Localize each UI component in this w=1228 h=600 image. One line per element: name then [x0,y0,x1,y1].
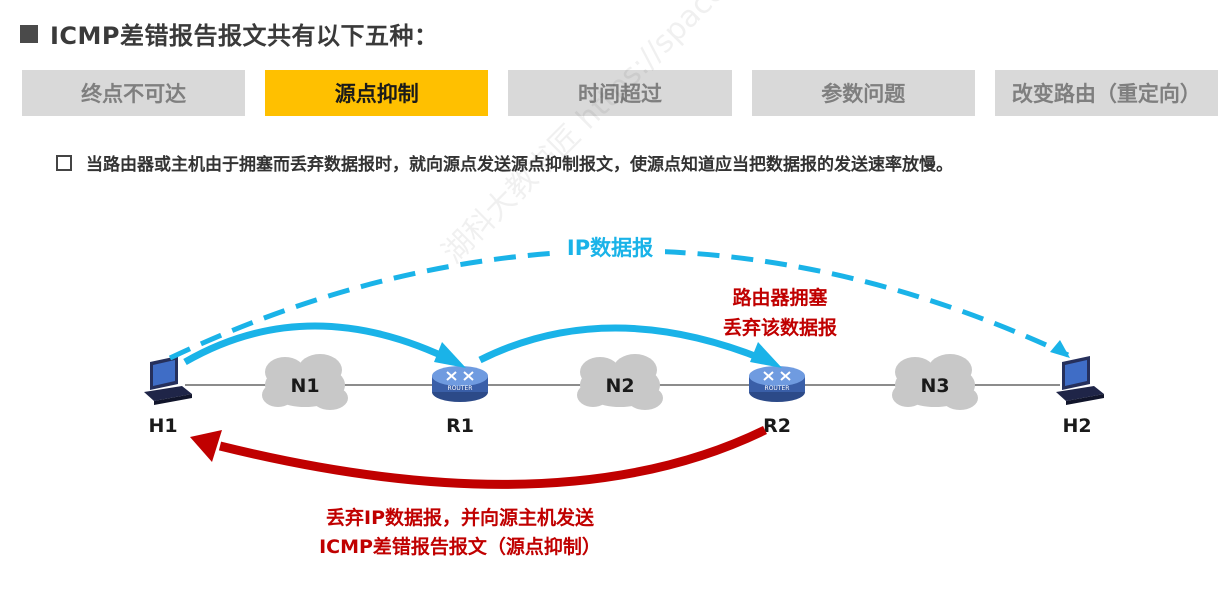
cloud-n2-icon [577,354,663,410]
tab-destination-unreachable[interactable]: 终点不可达 [22,70,246,116]
cloud-n3-label: N3 [920,375,949,397]
cloud-n2-label: N2 [605,375,634,397]
blue-arrow-h1-r1 [183,322,457,366]
cloud-n3-icon [892,354,978,410]
cloud-n1-label: N1 [290,375,319,397]
router-r1-icon [432,366,488,402]
title-row: ICMP差错报告报文共有以下五种： [20,16,439,51]
ip-label-background [555,232,665,262]
tab-bar: 终点不可达 源点抑制 时间超过 参数问题 改变路由（重定向） [22,70,1219,116]
checkbox-icon [56,154,72,171]
router-r2-badge: ROUTER [765,385,790,392]
arrowhead-r1-icon [434,342,466,368]
tab-time-exceeded[interactable]: 时间超过 [508,70,732,116]
ip-datagram-dashed-arrow [168,248,1070,361]
arrowhead-r2-icon [750,342,782,368]
router-r2-icon [749,366,805,402]
bullet-row: 当路由器或主机由于拥塞而丢弃数据报时，就向源点发送源点抑制报文，使源点知道应当把… [56,150,953,175]
router-congested-line2: 丢弃该数据报 [723,316,837,339]
host-h2-icon [1056,356,1104,405]
tab-source-quench[interactable]: 源点抑制 [265,70,489,116]
router-r1-label: R1 [446,415,474,437]
host-h2-label: H2 [1062,415,1091,437]
host-h1-label: H1 [148,415,177,437]
red-arrowhead-icon [190,430,222,462]
router-r2-label: R2 [763,415,791,437]
bullet-text: 当路由器或主机由于拥塞而丢弃数据报时，就向源点发送源点抑制报文，使源点知道应当把… [86,155,953,175]
return-message-line2: ICMP差错报告报文（源点抑制） [319,535,601,558]
host-h1-icon [144,356,192,405]
red-return-arrow [218,425,767,489]
blue-arrow-r1-r2 [478,324,772,366]
router-r1-badge: ROUTER [448,385,473,392]
page-title: ICMP差错报告报文共有以下五种： [50,22,439,50]
return-message-line1: 丢弃IP数据报，并向源主机发送 [326,506,595,529]
title-bullet-square [20,24,38,43]
tab-parameter-problem[interactable]: 参数问题 [751,70,975,116]
tab-redirect[interactable]: 改变路由（重定向） [994,70,1219,116]
ip-datagram-label: IP数据报 [567,236,653,260]
cloud-n1-icon [262,354,348,410]
router-congested-line1: 路由器拥塞 [732,286,828,309]
dashed-arrowhead-icon [1050,340,1070,358]
